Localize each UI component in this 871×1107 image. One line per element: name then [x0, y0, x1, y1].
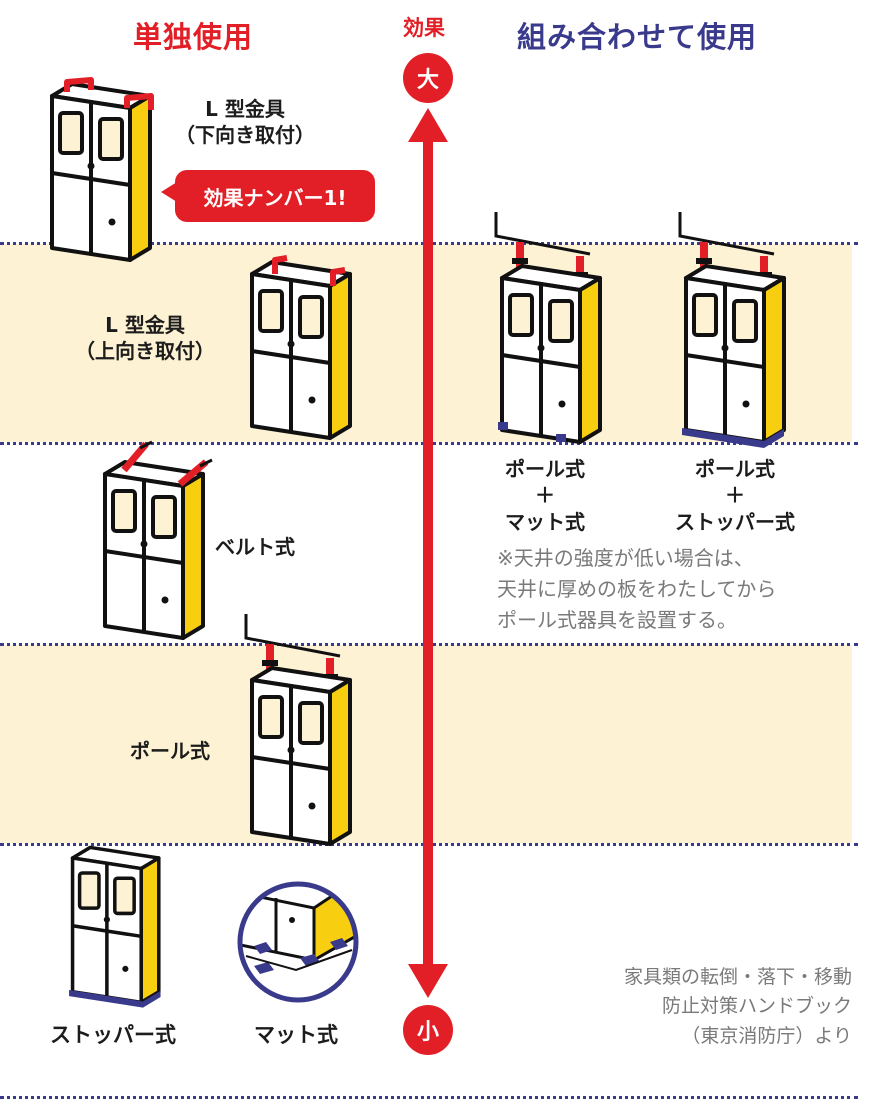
- effect-scale-arrow: [408, 108, 448, 998]
- callout-effect-number-one: 効果ナンバー1!: [161, 170, 375, 222]
- label-mat: マット式: [254, 1023, 338, 1047]
- mat-zoom-illustration: [237, 881, 359, 1003]
- cabinet-pole-mat-illustration: [494, 212, 602, 444]
- cabinet-l-bracket-up-illustration: [250, 255, 352, 440]
- label-pole: ポール式: [130, 739, 210, 763]
- cabinet-stopper-illustration: [69, 845, 161, 1008]
- divider: [0, 1096, 858, 1099]
- cabinet-belt-illustration: [103, 440, 213, 640]
- cabinet-pole-illustration: [244, 614, 352, 846]
- ceiling-strength-note: ※天井の強度が低い場合は、 天井に厚めの板をわたしてから ポール式器具を設置する…: [497, 546, 777, 632]
- label-belt: ベルト式: [215, 535, 295, 559]
- cabinet-l-bracket-down-illustration: [50, 77, 154, 262]
- header-combined-use: 組み合わせて使用: [517, 20, 758, 54]
- label-l-bracket-down: L 型金具 （下向き取付）: [175, 97, 315, 148]
- source-credit: 家具類の転倒・落下・移動 防止対策ハンドブック （東京消防庁）より: [623, 966, 852, 1047]
- header-effect: 効果: [403, 16, 445, 40]
- label-stopper: ストッパー式: [50, 1023, 176, 1047]
- scale-low-badge: 小: [403, 1005, 453, 1055]
- scale-high-badge: 大: [403, 53, 453, 103]
- header-single-use: 単独使用: [133, 20, 254, 54]
- cabinet-pole-stopper-illustration: [678, 212, 786, 448]
- label-pole-stopper: ポール式 ＋ ストッパー式: [675, 457, 795, 534]
- label-l-bracket-up: L 型金具 （上向き取付）: [75, 313, 215, 364]
- label-pole-mat: ポール式 ＋ マット式: [505, 457, 585, 534]
